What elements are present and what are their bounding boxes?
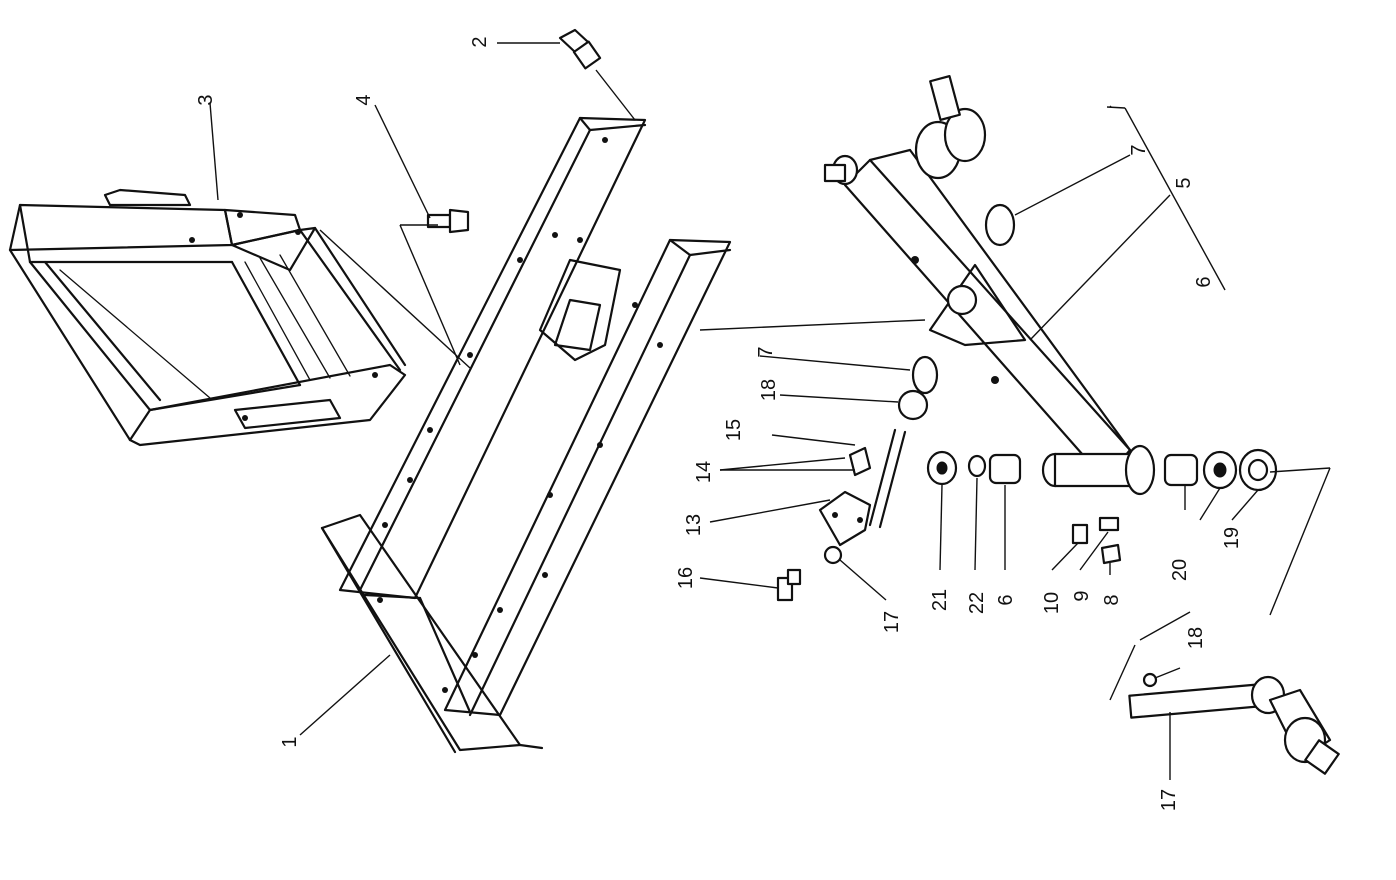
- callout-5: 5: [1173, 177, 1195, 188]
- part-10-fitting: [1071, 523, 1089, 545]
- small-parts: [776, 203, 1278, 602]
- callout-8: 8: [1101, 594, 1123, 605]
- part-6-bushing-right: [1163, 453, 1199, 487]
- part-4-bolt: [426, 208, 470, 234]
- callout-7-lower: 7: [755, 346, 777, 357]
- callout-1: 1: [279, 736, 301, 747]
- callout-9: 9: [1071, 590, 1093, 601]
- part-18-nut: [1142, 672, 1158, 688]
- leader-lines: [209, 42, 1331, 780]
- callout-22: 22: [966, 592, 988, 614]
- callout-6-upper: 6: [1193, 276, 1215, 287]
- part-7-bushing-lower: [911, 355, 939, 395]
- callout-19: 19: [1221, 527, 1243, 549]
- callout-14: 16: [675, 567, 697, 589]
- part-8-fitting: [1100, 543, 1122, 565]
- callout-2: 2: [469, 36, 491, 47]
- callout-6-lower: 6: [995, 594, 1017, 605]
- callout-17-label-main: 17: [1158, 789, 1180, 811]
- callout-20: 20: [1169, 559, 1191, 581]
- part-15-nut: [823, 545, 843, 565]
- part-7-bushing-upper: [984, 203, 1016, 247]
- callout-16: 18: [758, 379, 780, 401]
- callout-13: 15: [723, 419, 745, 441]
- callout-7-upper: 7: [1128, 144, 1150, 155]
- callout-10: 10: [1041, 592, 1063, 614]
- callout-21: 21: [929, 589, 951, 611]
- part-11-plate: [818, 490, 872, 547]
- callout-12: 14: [693, 461, 715, 483]
- part-13-pin: [868, 428, 897, 527]
- part-2-bolt: [558, 28, 602, 70]
- part-17-spindle: [1128, 672, 1340, 775]
- callout-labels-lower: 18 17: [1158, 627, 1207, 811]
- part-3-radiator-frame: [8, 188, 407, 447]
- callout-3: 3: [195, 94, 217, 105]
- part-6-bushing-left: [988, 453, 1022, 485]
- callout-4: 4: [353, 94, 375, 105]
- callout-labels: 2 3 4 1 5 7 6 7 18 15 14 13 16 17 21 22 …: [195, 36, 1243, 747]
- part-9-fitting: [1098, 516, 1120, 532]
- callout-15: 17: [881, 611, 903, 633]
- callout-18-label-main: 18: [1185, 627, 1207, 649]
- part-5-axle-beam: [823, 74, 1156, 496]
- part-22-ring: [967, 454, 987, 478]
- callout-11: 13: [683, 514, 705, 536]
- part-1-main-frame: [320, 116, 732, 754]
- part-12-clip: [848, 446, 872, 477]
- part-16-washer: [897, 389, 929, 421]
